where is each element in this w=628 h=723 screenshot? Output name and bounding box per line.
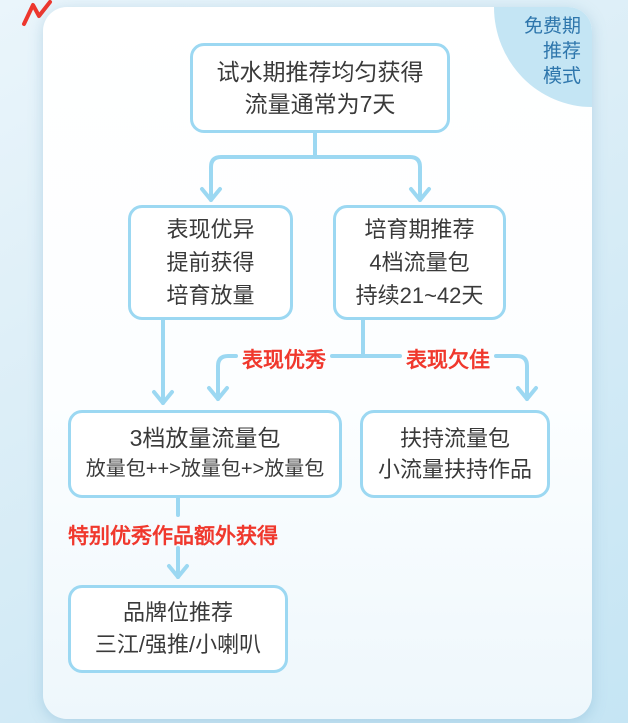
node-support-line-2: 小流量扶持作品 [377, 457, 532, 482]
node-trial-line-1: 试水期推荐均匀获得 [216, 59, 424, 85]
node-boost-packages: 3档放量流量包 放量包++>放量包+>放量包 [68, 410, 342, 498]
red-zigzag-stroke [22, 0, 52, 26]
badge-line-2: 推荐 [542, 41, 581, 62]
node-support-line-1: 扶持流量包 [399, 426, 510, 451]
node-excellent-line-3: 培育放量 [166, 283, 255, 308]
node-nurture-line-3: 持续21~42天 [355, 283, 484, 308]
arrowhead-excellent-to-boost-icon [152, 390, 174, 405]
arrowhead-to-brand-icon [167, 564, 189, 579]
arrowhead-bad-to-support-icon [516, 386, 538, 401]
arrowhead-to-nurture-icon [409, 187, 431, 202]
node-boost-line-2: 放量包++>放量包+>放量包 [85, 458, 325, 480]
free-mode-badge-text: 免费期 推荐 模式 [524, 14, 581, 89]
node-nurture-line-2: 4档流量包 [369, 250, 470, 275]
node-support-package: 扶持流量包 小流量扶持作品 [360, 410, 550, 498]
node-brand-line-2: 三江/强推/小喇叭 [94, 632, 262, 657]
connector-branch-right [494, 354, 529, 401]
label-performance-good: 表现优秀 [242, 349, 326, 372]
arrowhead-to-excellent-icon [200, 187, 222, 202]
node-brand-recommendation: 品牌位推荐 三江/强推/小喇叭 [68, 585, 288, 673]
flow-connectors [152, 131, 538, 579]
arrowhead-good-to-boost-icon [207, 386, 229, 401]
node-excellent-performance: 表现优异 提前获得 培育放量 [128, 205, 293, 320]
badge-line-1: 免费期 [523, 16, 581, 37]
node-nurture-period: 培育期推荐 4档流量包 持续21~42天 [333, 205, 506, 320]
red-zigzag-accent-icon [22, 0, 52, 26]
label-extra-for-outstanding-works: 特别优秀作品额外获得 [68, 525, 278, 548]
badge-line-3: 模式 [542, 66, 581, 87]
node-trial-period: 试水期推荐均匀获得 流量通常为7天 [190, 43, 450, 133]
node-excellent-line-1: 表现优异 [166, 217, 255, 242]
label-performance-poor: 表现欠佳 [406, 349, 490, 372]
connector-branch-left [216, 354, 238, 401]
connector-trial-split [209, 155, 422, 202]
node-boost-line-1: 3档放量流量包 [129, 425, 281, 451]
node-nurture-line-1: 培育期推荐 [364, 217, 475, 242]
flowchart-card: 免费期 推荐 模式 试水期推荐均匀获得 流量通常为7天 表现优异 提前获得 培育… [43, 7, 592, 719]
node-brand-line-1: 品牌位推荐 [122, 600, 233, 625]
node-excellent-line-2: 提前获得 [166, 250, 255, 275]
node-trial-line-2: 流量通常为7天 [244, 91, 396, 117]
